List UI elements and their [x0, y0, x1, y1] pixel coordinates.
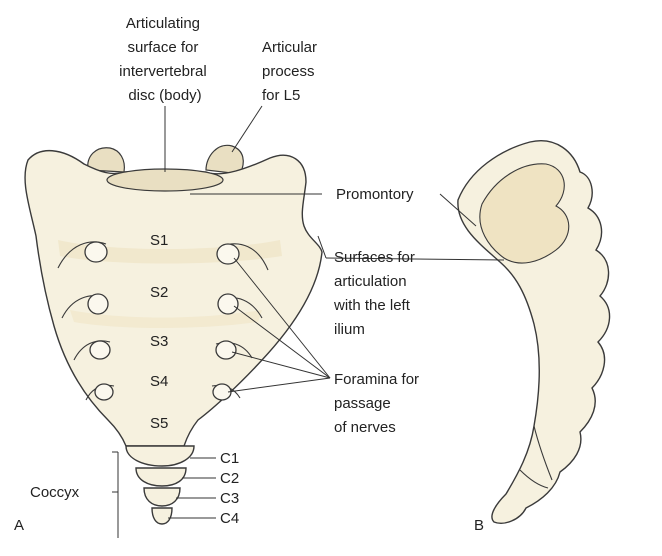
segment-s3: S3 [150, 333, 168, 350]
segment-s5: S5 [150, 415, 168, 432]
sacrum-anterior-view: S1 S2 S3 S4 S5 [25, 145, 322, 524]
label-c1: C1 [220, 450, 239, 467]
label-c3: C3 [220, 490, 239, 507]
label-articulating-surface: Articulating surface for intervertebral … [119, 15, 211, 104]
panel-label-a: A [14, 517, 24, 534]
label-foramina: Foramina for passage of nerves [334, 371, 423, 436]
label-promontory: Promontory [336, 186, 414, 203]
coccyx-c4 [152, 508, 172, 524]
sacrum-body [25, 151, 322, 446]
coccyx-c2 [136, 468, 186, 486]
coccyx-c1 [126, 446, 194, 466]
segment-s4: S4 [150, 373, 168, 390]
coccyx-c3 [144, 488, 180, 506]
sacrum-lateral-view [458, 141, 610, 524]
coccyx-a [126, 446, 194, 524]
panel-label-b: B [474, 517, 484, 534]
label-articular-process: Articular process for L5 [262, 39, 321, 104]
label-coccyx: Coccyx [30, 484, 80, 501]
intervertebral-disc-surface [107, 169, 223, 191]
segment-s2: S2 [150, 284, 168, 301]
label-c2: C2 [220, 470, 239, 487]
segment-s1: S1 [150, 232, 168, 249]
label-c4: C4 [220, 510, 239, 527]
label-surfaces-articulation: Surfaces for articulation with the left … [333, 249, 419, 338]
